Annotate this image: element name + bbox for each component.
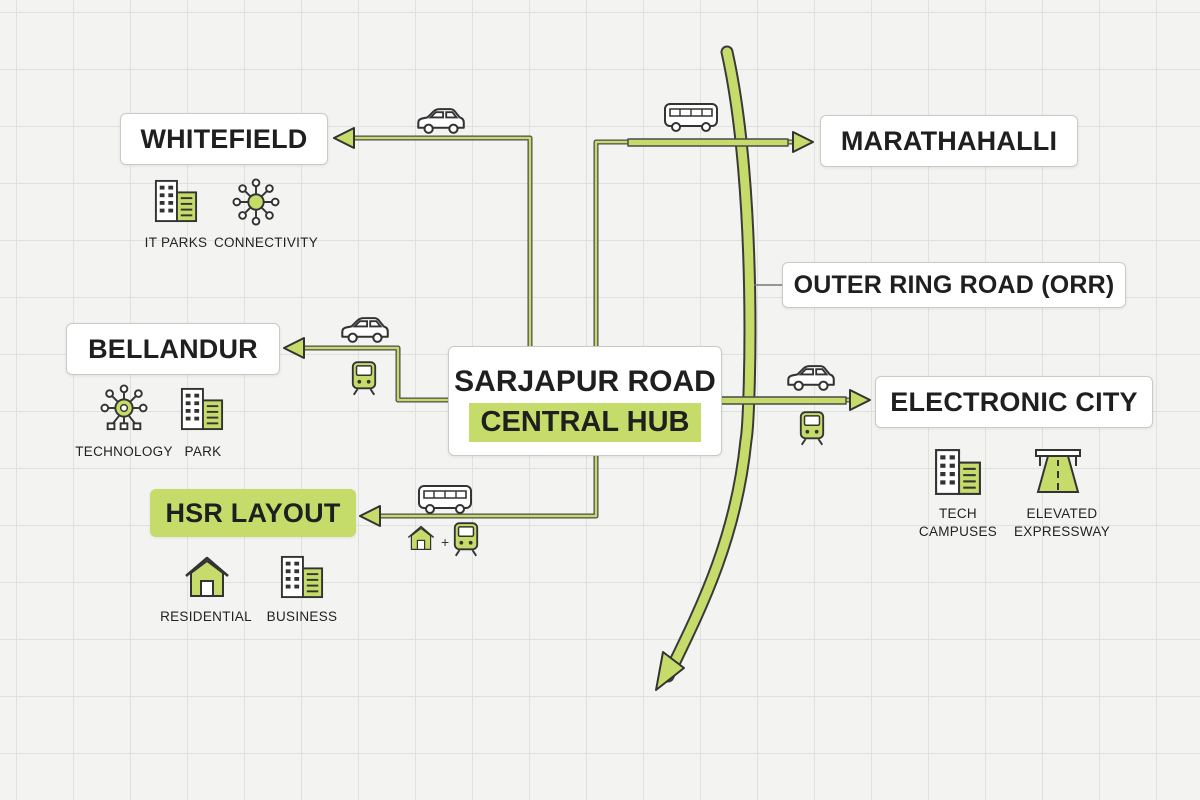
feature-label-line: CAMPUSES: [918, 524, 998, 539]
car-icon: [341, 317, 389, 343]
metro-icon: [453, 522, 479, 557]
feature-label-it-parks: IT PARKS: [144, 235, 208, 250]
feature-label-line: EXPRESSWAY: [1013, 524, 1111, 539]
car-icon: [787, 365, 835, 391]
plus-sign: +: [441, 534, 449, 550]
bus-icon: [663, 102, 719, 133]
bus-icon: [417, 484, 473, 515]
arrow-whitefield: [333, 127, 355, 149]
destination-bellandur: BELLANDUR: [66, 323, 280, 375]
feature-label-line: TECH: [939, 506, 977, 521]
hub-title-line2: CENTRAL HUB: [468, 403, 702, 442]
orr-road: [655, 45, 757, 691]
park-icon: [180, 387, 224, 431]
feature-label-business: BUSINESS: [266, 609, 338, 624]
feature-label-tech-campuses: TECH CAMPUSES: [908, 505, 1008, 541]
car-icon: [417, 108, 465, 134]
arrow-hsr-layout: [359, 505, 381, 527]
residential-icon: [184, 556, 230, 598]
technology-icon: [100, 384, 148, 431]
feature-label-residential: RESIDENTIAL: [160, 609, 252, 624]
feature-label-line: ELEVATED: [1026, 506, 1098, 521]
hub-title-line1: SARJAPUR ROAD: [454, 365, 716, 398]
tech-campuses-icon: [935, 449, 981, 495]
elevated-expressway-icon: [1035, 449, 1081, 493]
it-parks-icon: [154, 179, 198, 223]
home-icon: [407, 525, 435, 551]
arrow-bellandur: [283, 337, 305, 359]
arrow-electronic-city: [849, 389, 871, 411]
destination-hsr-layout: HSR LAYOUT: [150, 489, 356, 537]
destination-electronic-city: ELECTRONIC CITY: [875, 376, 1153, 428]
business-icon: [280, 555, 324, 599]
feature-label-elevated-expressway: ELEVATED EXPRESSWAY: [1004, 505, 1120, 541]
feature-label-connectivity: CONNECTIVITY: [213, 235, 319, 250]
feature-label-park: PARK: [184, 444, 222, 459]
arrow-marathahalli: [792, 131, 814, 153]
metro-icon: [799, 411, 825, 446]
connectivity-icon: [232, 178, 280, 226]
destination-marathahalli: MARATHAHALLI: [820, 115, 1078, 167]
destination-whitefield: WHITEFIELD: [120, 113, 328, 165]
connector-routes: [300, 135, 855, 519]
central-hub: SARJAPUR ROAD CENTRAL HUB: [448, 346, 722, 456]
orr-label: OUTER RING ROAD (ORR): [782, 262, 1126, 308]
metro-icon: [351, 361, 377, 396]
feature-label-technology: TECHNOLOGY: [75, 444, 173, 459]
